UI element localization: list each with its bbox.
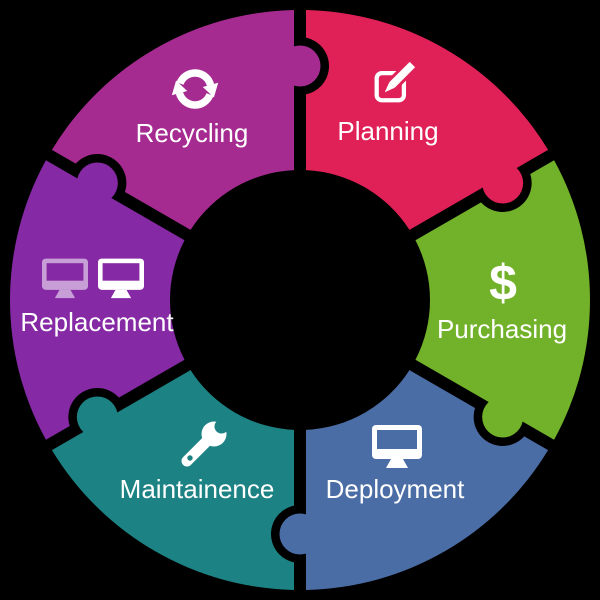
- segment-deployment: Deployment: [279, 370, 549, 590]
- segment-shape-recycling: [51, 10, 294, 230]
- segment-planning: Planning: [306, 10, 549, 230]
- segment-label-recycling: Recycling: [136, 118, 249, 148]
- segment-shape-purchasing: [415, 160, 590, 440]
- recycle-arrows-icon: [171, 69, 219, 109]
- monitor-icon: [372, 425, 422, 468]
- segment-maintainence: Maintainence: [51, 370, 294, 590]
- segment-label-planning: Planning: [337, 116, 438, 146]
- puzzle-knob-recycling: [279, 45, 321, 87]
- segment-purchasing: $Purchasing: [415, 160, 590, 440]
- old-monitor-icon: [42, 258, 88, 299]
- dual-monitors-icon: [42, 258, 144, 299]
- segment-shape-replacement: [10, 160, 185, 440]
- segment-replacement: Replacement: [10, 160, 185, 440]
- segment-label-maintainence: Maintainence: [120, 474, 275, 504]
- dollar-icon: $: [489, 255, 517, 311]
- new-monitor-icon: [98, 258, 144, 299]
- segment-label-deployment: Deployment: [326, 474, 466, 504]
- dollar-glyph: $: [489, 255, 517, 311]
- segment-recycling: Recycling: [51, 10, 321, 230]
- segment-label-replacement: Replacement: [20, 307, 174, 337]
- segment-label-purchasing: Purchasing: [437, 314, 567, 344]
- wrench-icon: [181, 419, 229, 467]
- segment-shape-deployment: [306, 370, 549, 590]
- pencil-edit-icon: [374, 57, 420, 103]
